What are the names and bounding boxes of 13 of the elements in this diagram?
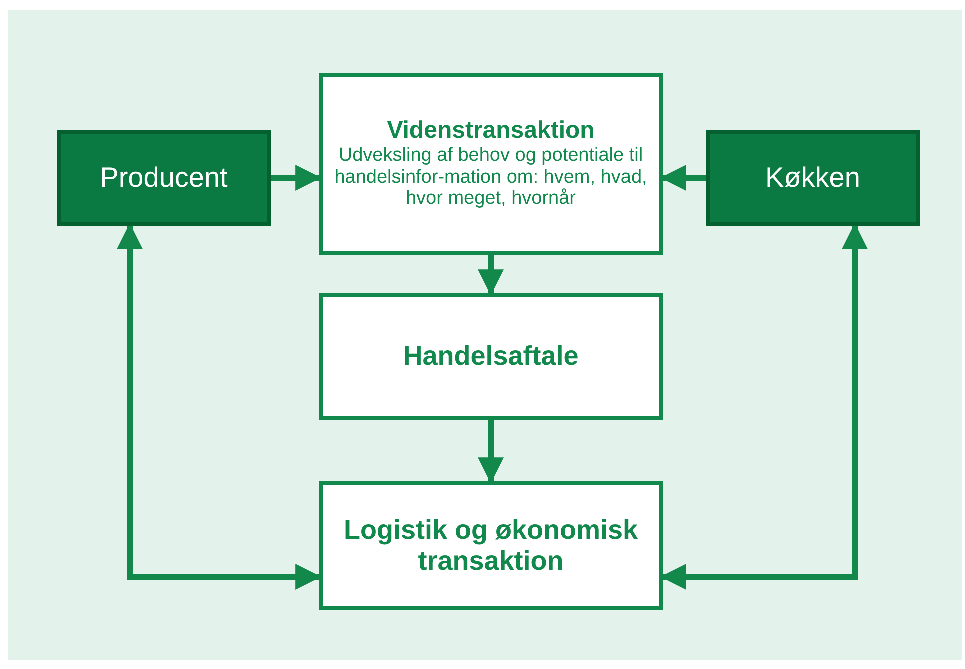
process-box bbox=[319, 481, 663, 610]
box-title: Handelsaftale bbox=[403, 341, 579, 372]
box-title: Videnstransaktion bbox=[387, 118, 595, 145]
box-title: Logistik og økonomisk transaktion bbox=[342, 515, 640, 576]
arrow bbox=[478, 420, 504, 484]
box-title: Køkken bbox=[766, 162, 860, 194]
process-box bbox=[706, 130, 920, 226]
box-description: Udveksling af behov og potentiale til handelsinfor-mation om: hvem, hvad, hvor meget, hvornår bbox=[334, 144, 648, 210]
process-box bbox=[57, 130, 271, 226]
box-title: Producent bbox=[100, 162, 228, 194]
process-box bbox=[319, 293, 663, 420]
process-box bbox=[319, 73, 663, 255]
arrow bbox=[478, 255, 504, 296]
